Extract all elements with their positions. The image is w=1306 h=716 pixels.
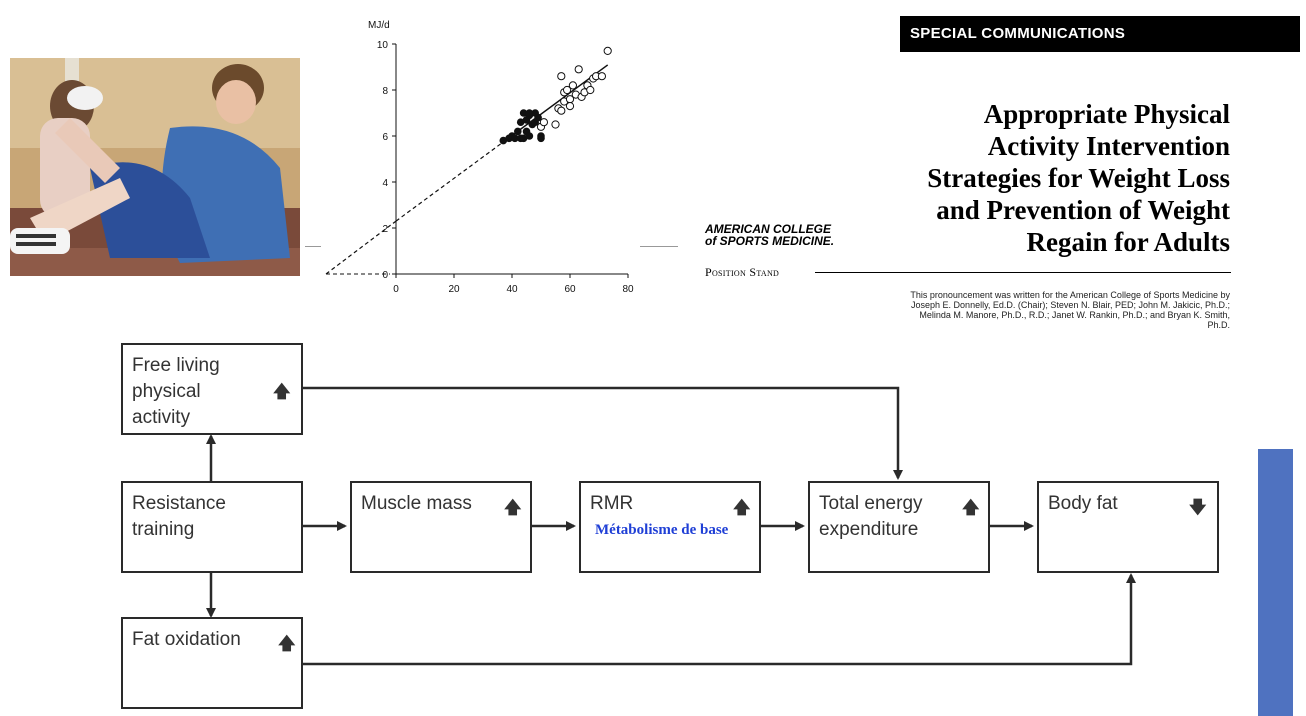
box-body-fat: Body fat 🡇 [1037, 481, 1219, 573]
arrow-fat-oxidation-to-bodyfat [303, 573, 1136, 666]
arrow-free-living-to-tee [303, 386, 903, 480]
author-byline: This pronouncement was written for the A… [910, 290, 1230, 330]
filled-data-point [525, 132, 534, 140]
filled-data-point [519, 109, 528, 117]
box-label: Body fat [1048, 493, 1118, 514]
decor-line-right [640, 246, 678, 247]
increase-arrow-icon: 🡅 [504, 498, 522, 517]
x-tick-label: 0 [393, 284, 399, 295]
acsm-logo-line: of SPORTS MEDICINE. [705, 234, 835, 248]
section-banner: SPECIAL COMMUNICATIONS [900, 16, 1300, 52]
open-data-point [603, 46, 612, 56]
box-label: Muscle mass [361, 493, 472, 514]
box-resistance-training: Resistance training [121, 481, 303, 573]
position-stand-label: Position Stand [705, 265, 780, 279]
box-fat-oxidation: Fat oxidation 🡅 [121, 617, 303, 709]
position-stand-rule [815, 272, 1231, 273]
title-line: Activity Intervention [987, 131, 1230, 161]
increase-arrow-icon: 🡅 [733, 498, 751, 517]
fit-line-extrapolated-left [325, 220, 397, 275]
title-line: Appropriate Physical [983, 99, 1230, 129]
open-data-point [568, 81, 577, 90]
y-tick-label: 10 [377, 40, 389, 51]
slide-side-bar [1258, 449, 1293, 716]
open-data-point [551, 120, 560, 129]
open-data-point [574, 65, 583, 74]
y-tick-label: 2 [382, 224, 388, 235]
exercise-photo [10, 58, 300, 276]
y-tick-label: 0 [382, 270, 388, 281]
decrease-arrow-icon: 🡇 [1189, 498, 1207, 517]
filled-data-point [514, 127, 522, 136]
open-data-point [557, 72, 566, 81]
open-data-point [586, 85, 595, 95]
open-data-point [565, 102, 575, 111]
increase-arrow-icon: 🡅 [273, 382, 291, 401]
title-line: Regain for Adults [1026, 227, 1230, 257]
x-tick-label: 20 [448, 284, 460, 295]
article-title: Appropriate Physical Activity Interventi… [810, 98, 1230, 258]
filled-data-point [525, 109, 534, 117]
filled-data-point [537, 134, 545, 143]
filled-data-point [516, 118, 525, 126]
box-label: Free living physical activity [132, 355, 220, 428]
fit-line-extrapolated [395, 141, 504, 222]
open-data-point [557, 106, 566, 115]
box-rmr: RMR 🡅 Métabolisme de base [579, 481, 761, 573]
y-axis-unit: MJ/d [368, 20, 390, 31]
open-data-point [539, 118, 548, 127]
scatter-svg: MJ/d 0 20 40 60 80 0 2 4 6 8 10 [325, 20, 634, 295]
box-label: Fat oxidation [132, 629, 241, 650]
x-tick-label: 40 [506, 284, 518, 295]
section-label: SPECIAL COMMUNICATIONS [910, 25, 1126, 42]
filled-data-point [534, 113, 542, 122]
box-total-energy-expenditure: Total energy expenditure 🡅 [808, 481, 990, 573]
acsm-logo-line: AMERICAN COLLEGE [705, 222, 831, 236]
x-tick-label: 60 [564, 284, 576, 295]
filled-data-point [511, 134, 519, 143]
box-free-living-activity: Free living physical activity 🡅 [121, 343, 303, 435]
filled-data-point [499, 136, 508, 145]
box-muscle-mass: Muscle mass 🡅 [350, 481, 532, 573]
y-tick-label: 6 [382, 132, 388, 143]
box-label: Resistance training [132, 493, 226, 540]
decor-line-left [305, 246, 321, 247]
increase-arrow-icon: 🡅 [962, 498, 980, 517]
energy-scatter-plot: MJ/d 0 20 40 60 80 0 2 4 6 8 10 [318, 14, 648, 304]
box-label: RMR [590, 493, 634, 514]
filled-data-point [516, 134, 525, 143]
increase-arrow-icon: 🡅 [278, 634, 296, 653]
box-label: Total energy expenditure [819, 493, 923, 540]
open-data-point [597, 72, 606, 81]
title-line: Strategies for Weight Loss [927, 163, 1230, 193]
title-line: and Prevention of Weight [936, 195, 1230, 225]
acsm-logo: AMERICAN COLLEGE of SPORTS MEDICINE. [705, 223, 834, 247]
rmr-annotation: Métabolisme de base [595, 522, 729, 538]
y-tick-label: 4 [382, 178, 388, 189]
x-tick-label: 80 [622, 284, 634, 295]
open-data-point [563, 85, 572, 95]
y-tick-label: 8 [382, 86, 388, 97]
